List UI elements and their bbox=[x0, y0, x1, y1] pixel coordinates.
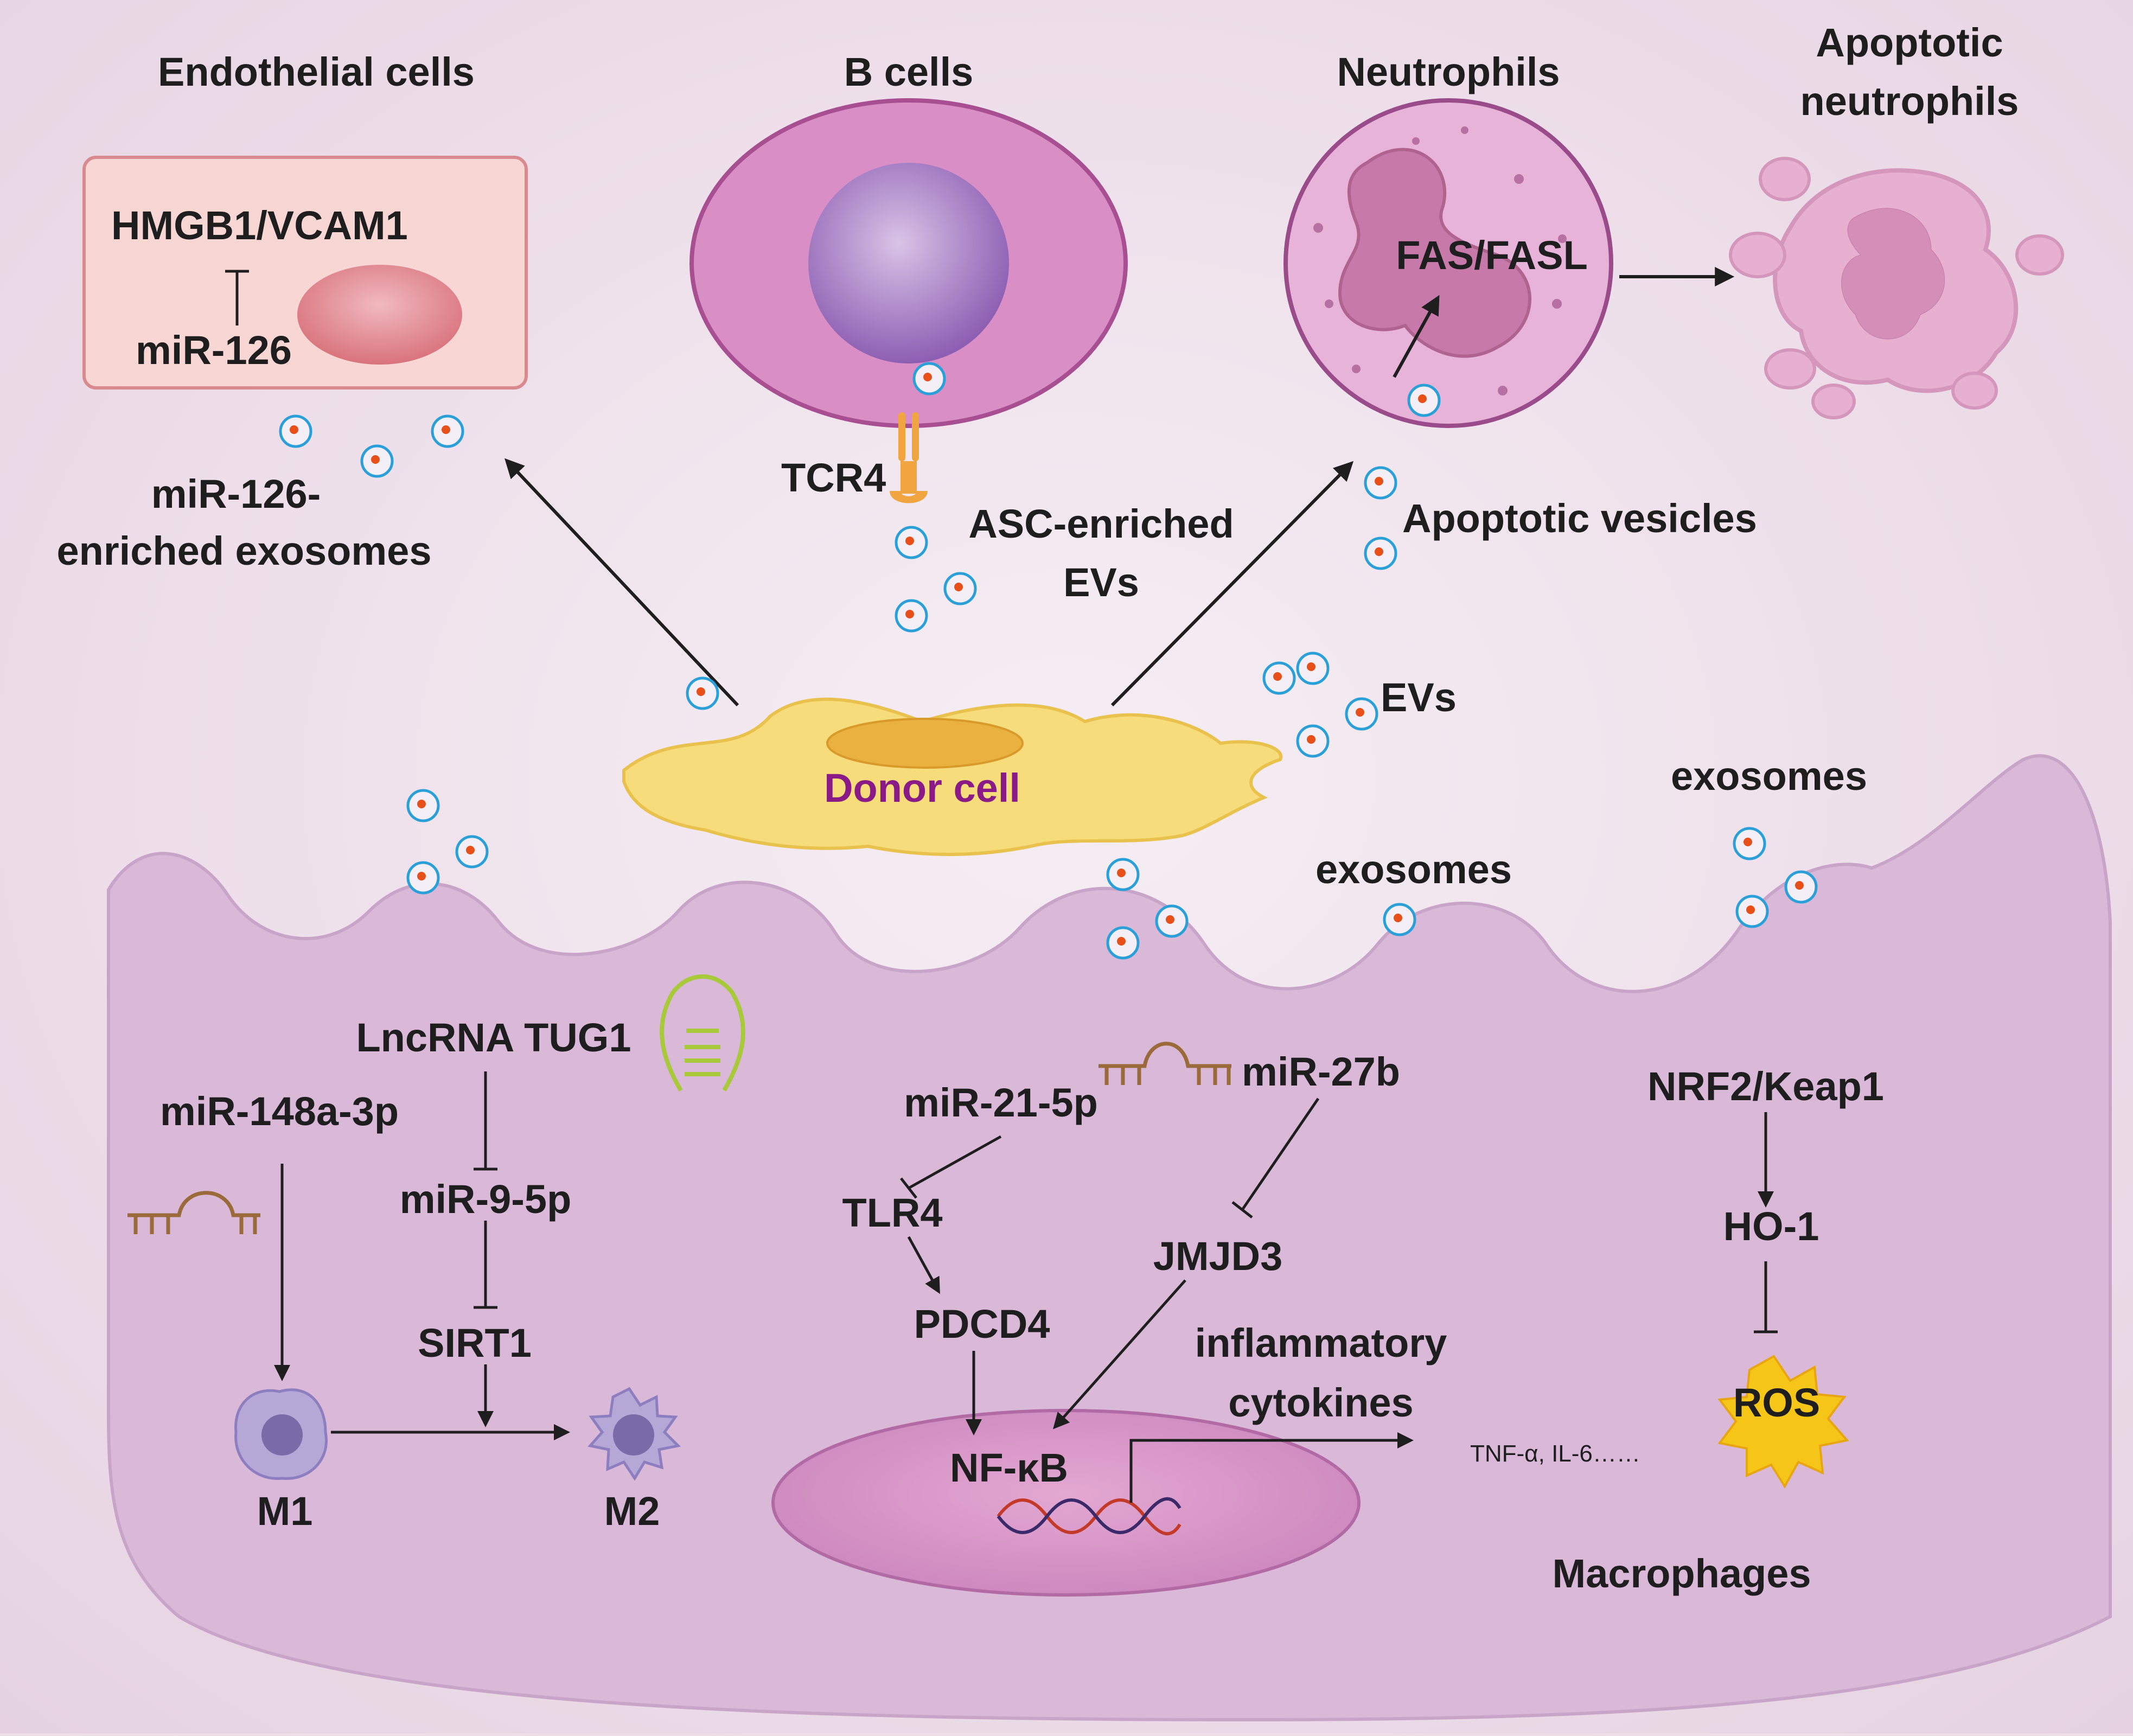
b-cell-nucleus bbox=[808, 163, 1009, 363]
sirt1-label: SIRT1 bbox=[418, 1320, 532, 1365]
vesicle-icon bbox=[1296, 724, 1330, 758]
endothelial-cells-title: Endothelial cells bbox=[158, 49, 475, 94]
vesicle-icon bbox=[1364, 537, 1397, 570]
endothelial-nucleus bbox=[297, 265, 462, 365]
mirna-hairpin-icon bbox=[127, 1191, 260, 1234]
ho-1-label: HO-1 bbox=[1723, 1204, 1819, 1249]
jmjd3-label: JMJD3 bbox=[1153, 1234, 1283, 1279]
mir-126-exosomes-label-line2: enriched exosomes bbox=[56, 528, 432, 573]
mir-21-5p-label: miR-21-5p bbox=[904, 1080, 1098, 1125]
apoptotic-vesicles-label: Apoptotic vesicles bbox=[1402, 496, 1757, 541]
tcr4-label: TCR4 bbox=[781, 455, 886, 500]
vesicle-icon bbox=[912, 362, 946, 395]
nrf2-keap1-label: NRF2/Keap1 bbox=[1647, 1064, 1884, 1109]
vesicle-icon bbox=[686, 676, 719, 710]
dna-helix-icon bbox=[997, 1497, 1182, 1536]
vesicle-icon bbox=[1364, 466, 1397, 500]
mirna-hairpin-icon bbox=[1099, 1042, 1231, 1085]
macrophage-nucleus bbox=[771, 1409, 1361, 1597]
ros-burst-icon bbox=[1717, 1355, 1849, 1489]
vesicle-icon bbox=[1345, 697, 1378, 731]
macrophage-cell-body bbox=[107, 754, 2112, 1722]
donor-cell bbox=[622, 697, 1283, 856]
vesicle-icon bbox=[1262, 661, 1296, 695]
vesicle-icon bbox=[360, 444, 394, 478]
lncrna-hairpin-icon bbox=[660, 974, 745, 1092]
apoptotic-neutrophil bbox=[1729, 157, 2064, 419]
donor-cell-label: Donor cell bbox=[824, 765, 1020, 810]
vesicle-icon bbox=[1106, 858, 1140, 891]
vesicle-icon bbox=[943, 572, 977, 605]
asc-evs-label-line2: EVs bbox=[1063, 560, 1139, 605]
pdcd4-label: PDCD4 bbox=[914, 1301, 1050, 1346]
vesicle-icon bbox=[895, 599, 928, 633]
cytokine-list-label: TNF-α, IL-6…… bbox=[1470, 1440, 1640, 1467]
nf-kb-label: NF-κB bbox=[950, 1445, 1068, 1490]
apoptotic-neutrophils-title-line2: neutrophils bbox=[1800, 79, 2019, 124]
vesicle-icon bbox=[1106, 926, 1140, 960]
macrophages-title: Macrophages bbox=[1552, 1551, 1811, 1596]
inflammatory-cytokines-label-line2: cytokines bbox=[1228, 1380, 1414, 1425]
vesicle-icon bbox=[406, 861, 440, 895]
vesicle-icon bbox=[1407, 384, 1441, 417]
exosomes-label-center: exosomes bbox=[1315, 847, 1512, 892]
fas-fasl-label: FAS/FASL bbox=[1396, 233, 1588, 278]
lncrna-tug1-label: LncRNA TUG1 bbox=[356, 1015, 631, 1060]
vesicle-icon bbox=[1735, 895, 1769, 928]
m1-label: M1 bbox=[257, 1489, 313, 1534]
mir-9-5p-label: miR-9-5p bbox=[399, 1177, 572, 1222]
mir-27b-label: miR-27b bbox=[1242, 1049, 1400, 1094]
neutrophils-title: Neutrophils bbox=[1337, 49, 1560, 94]
hmgb1-vcam1-label: HMGB1/VCAM1 bbox=[111, 203, 408, 248]
vesicle-icon bbox=[1155, 904, 1189, 938]
evs-label: EVs bbox=[1381, 675, 1457, 720]
inflammatory-cytokines-label-line1: inflammatory bbox=[1195, 1320, 1447, 1365]
ros-label: ROS bbox=[1733, 1380, 1821, 1425]
mir-148a-3p-label: miR-148a-3p bbox=[159, 1089, 399, 1134]
vesicle-icon bbox=[1383, 903, 1416, 936]
apoptotic-neutrophils-title-line1: Apoptotic bbox=[1816, 20, 2003, 65]
neutrophil-granules bbox=[1313, 126, 1567, 395]
vesicle-icon bbox=[1296, 652, 1330, 685]
vesicles bbox=[279, 362, 1818, 960]
vesicle-icon bbox=[406, 789, 440, 822]
vesicle-icon bbox=[1784, 870, 1818, 904]
m2-label: M2 bbox=[604, 1489, 660, 1534]
b-cells-title: B cells bbox=[844, 49, 974, 94]
neutrophil-nucleus bbox=[1338, 148, 1531, 358]
vesicle-icon bbox=[1733, 827, 1766, 860]
tlr4-label: TLR4 bbox=[842, 1190, 943, 1235]
mir-126-exosomes-label-line1: miR-126- bbox=[151, 471, 321, 516]
exosomes-label-right: exosomes bbox=[1671, 754, 1867, 799]
mir-126-label: miR-126 bbox=[136, 328, 292, 373]
vesicle-icon bbox=[431, 414, 464, 448]
asc-evs-label-line1: ASC-enriched bbox=[968, 501, 1234, 546]
vesicle-icon bbox=[895, 526, 928, 559]
m2-macrophage-icon bbox=[587, 1387, 681, 1481]
vesicle-icon bbox=[279, 414, 312, 448]
vesicle-icon bbox=[455, 835, 489, 869]
m1-macrophage-icon bbox=[234, 1388, 328, 1480]
tcr4-receptor bbox=[890, 412, 928, 503]
donor-cell-nucleus bbox=[826, 718, 1024, 769]
